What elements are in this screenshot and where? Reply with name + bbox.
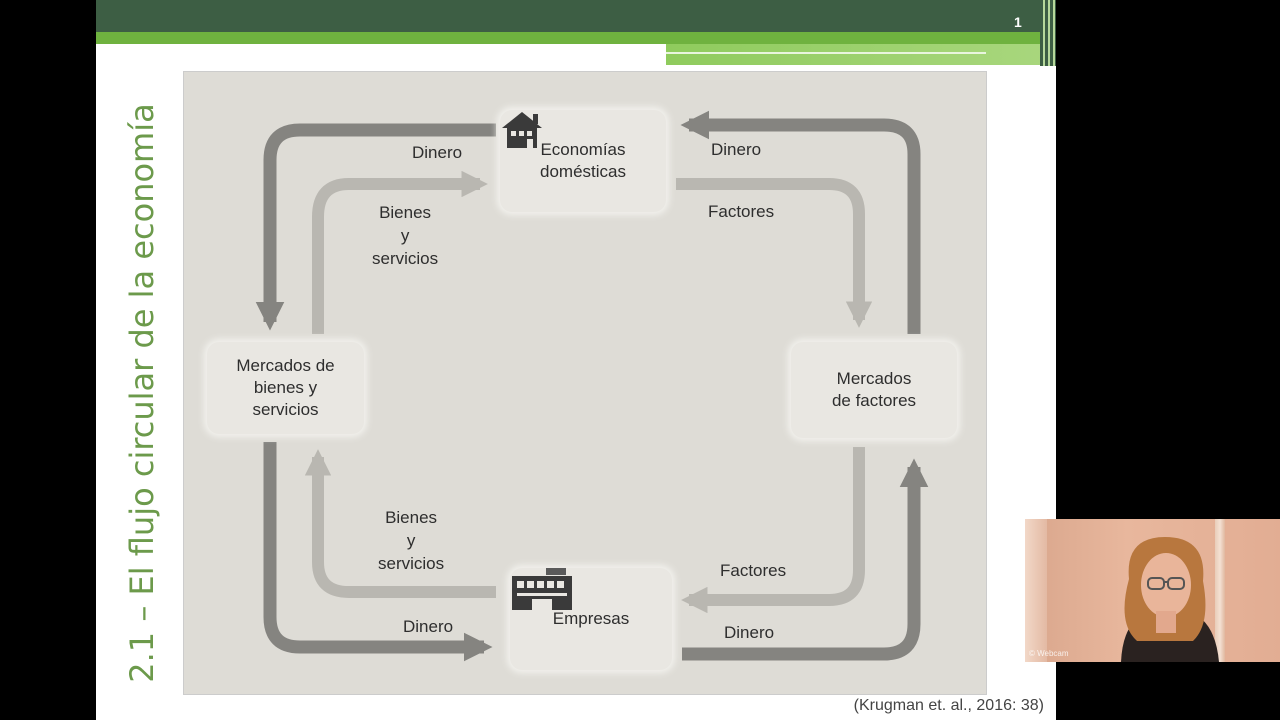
house-icon <box>502 112 542 148</box>
webcam-background-pole <box>1215 519 1225 662</box>
header-divider <box>666 52 986 54</box>
firms-label: Empresas <box>552 609 630 628</box>
arrow-goods-market-to-households <box>312 170 488 334</box>
flow-label-text: y <box>400 226 410 245</box>
goods-market-label-line3: servicios <box>252 400 319 419</box>
node-firms: Empresas <box>510 568 672 670</box>
flow-label-text: y <box>406 531 416 550</box>
node-households: Economías domésticas <box>500 110 666 212</box>
node-goods-market: Mercados de bienes y servicios <box>207 342 364 434</box>
flow-label-text: Bienes <box>379 203 432 222</box>
header-light-stripe <box>666 44 1056 65</box>
webcam-watermark: © Webcam <box>1029 649 1069 658</box>
header-green-stripe <box>96 32 1056 44</box>
goods-market-label-line1: Mercados de <box>236 356 335 375</box>
flow-label-bottom-right-factors: Factores <box>720 561 787 580</box>
arrow-factor-market-to-firms <box>681 447 865 614</box>
circular-flow-diagram: Economías domésticas Mercados de bienes … <box>184 72 986 694</box>
flow-label-bottom-left-goods: Bienes y servicios <box>378 506 444 575</box>
citation: (Krugman et. al., 2016: 38) <box>853 697 1044 714</box>
arrow-money-households-to-goods-market <box>255 123 496 331</box>
factor-market-label-line1: Mercados <box>836 369 912 388</box>
header-bar <box>96 0 1056 34</box>
webcam-curtain <box>1025 519 1047 662</box>
flow-label-bottom-left-money: Dinero <box>403 617 454 636</box>
webcam-overlay: © Webcam <box>1025 519 1280 662</box>
slide-number: 1 <box>1014 14 1022 30</box>
arrow-firms-to-goods-market <box>304 449 496 598</box>
flow-label-top-right-money: Dinero <box>711 140 762 159</box>
arrow-money-factor-market-to-households <box>680 110 921 334</box>
flow-label-top-left-money: Dinero <box>412 143 463 162</box>
flow-label-top-right-factors: Factores <box>708 202 775 221</box>
arrow-money-firms-to-factor-market <box>682 458 929 661</box>
households-label-line1: Economías <box>540 140 626 159</box>
flow-label-bottom-right-money: Dinero <box>724 623 775 642</box>
factory-icon <box>512 568 572 610</box>
header-edge-pattern <box>1040 0 1056 66</box>
flow-label-text: Bienes <box>385 508 438 527</box>
arrow-households-to-factor-market <box>676 178 873 328</box>
factor-market-label-line2: de factores <box>831 391 917 410</box>
presenter-figure <box>1121 537 1219 662</box>
flow-label-text: servicios <box>378 554 445 573</box>
arrow-money-goods-market-to-firms <box>263 442 493 662</box>
households-label-line2: domésticas <box>540 162 626 181</box>
node-factor-market: Mercados de factores <box>791 342 957 438</box>
slide-title: 2.1 – El flujo circular de la economía <box>123 103 161 683</box>
flow-label-top-left-goods: Bienes y servicios <box>372 201 438 270</box>
flow-label-text: servicios <box>372 249 439 268</box>
flow-arrows <box>255 110 929 662</box>
goods-market-label-line2: bienes y <box>253 378 318 397</box>
